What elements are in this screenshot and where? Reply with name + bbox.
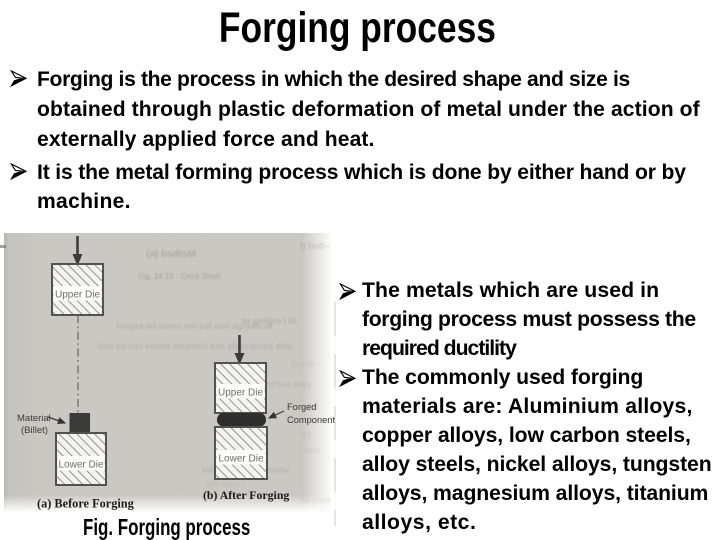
svg-text:Lower Die: Lower Die xyxy=(58,460,103,471)
svg-text:Component: Component xyxy=(287,415,335,425)
svg-text:Material: Material xyxy=(17,413,51,424)
svg-text:(b) After Forging: (b) After Forging xyxy=(203,488,289,502)
svg-text:Lower Die: Lower Die xyxy=(218,454,263,465)
svg-text:Upper Die: Upper Die xyxy=(55,290,100,301)
svg-text:(Billet): (Billet) xyxy=(21,425,48,436)
svg-text:(a) Before Forging: (a) Before Forging xyxy=(37,497,135,511)
svg-text:Forged: Forged xyxy=(287,402,316,412)
svg-text:Upper Die: Upper Die xyxy=(218,388,263,399)
